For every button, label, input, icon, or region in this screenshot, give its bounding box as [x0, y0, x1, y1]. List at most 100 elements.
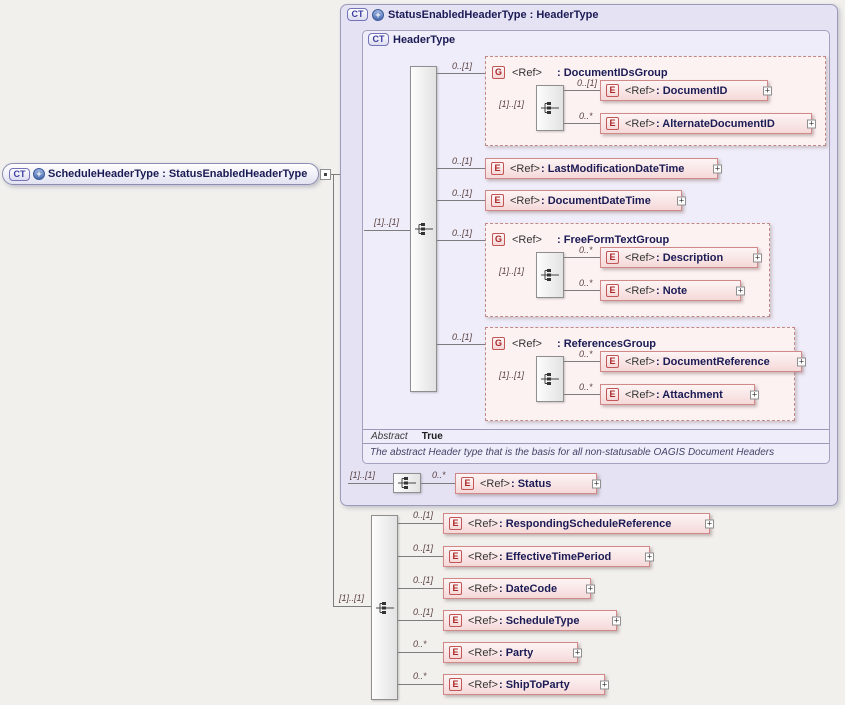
sequence-compositor-icon	[541, 373, 559, 385]
sequence-compositor-icon	[541, 102, 559, 114]
expand-icon[interactable]	[753, 253, 762, 262]
connector-line	[564, 90, 600, 91]
divider	[363, 443, 829, 444]
element-node-Attachment[interactable]: E <Ref> : Attachment	[600, 384, 759, 405]
abstract-label: Abstract	[371, 431, 408, 442]
sequence-bar-headertype[interactable]	[410, 66, 437, 392]
cardinality-label: [1]..[1]	[499, 370, 525, 380]
expand-icon[interactable]	[612, 616, 621, 625]
element-node-DateCode[interactable]: E <Ref> : DateCode	[443, 578, 595, 599]
ref-label: <Ref>	[512, 233, 542, 246]
element-node-ShipToParty[interactable]: E <Ref> : ShipToParty	[443, 674, 609, 695]
element-icon: E	[449, 550, 462, 563]
cardinality-label: 0..[1]	[413, 607, 434, 617]
ref-label: <Ref>	[468, 646, 498, 659]
ref-label: <Ref>	[625, 251, 655, 264]
element-icon: E	[606, 284, 619, 297]
element-node-DocumentID[interactable]: E <Ref> : DocumentID	[600, 80, 772, 101]
ref-label: <Ref>	[625, 284, 655, 297]
element-node-EffectiveTimePeriod[interactable]: E <Ref> : EffectiveTimePeriod	[443, 546, 654, 567]
element-node-RespondingScheduleReference[interactable]: E <Ref> : RespondingScheduleReference	[443, 513, 714, 534]
sequence-compositor-icon	[398, 477, 416, 489]
ref-label: <Ref>	[468, 517, 498, 530]
element-name: : DocumentReference	[656, 355, 770, 368]
cardinality-label: 0..*	[579, 111, 593, 121]
complextype-label: StatusEnabledHeaderType : HeaderType	[388, 8, 599, 21]
sequence-bar-referencesgroup[interactable]	[536, 356, 564, 402]
connector-line	[437, 168, 485, 169]
divider	[363, 429, 829, 430]
group-icon: G	[492, 337, 505, 350]
connector-line	[437, 344, 485, 345]
sequence-bar-scheduleheadertype[interactable]	[371, 515, 398, 700]
collapse-handle[interactable]	[320, 169, 331, 180]
connector-line	[437, 240, 485, 241]
ref-label: <Ref>	[468, 614, 498, 627]
element-name: : LastModificationDateTime	[541, 162, 685, 175]
expand-icon[interactable]	[713, 164, 722, 173]
expand-icon[interactable]	[645, 552, 654, 561]
expand-icon[interactable]	[600, 680, 609, 689]
element-node-DocumentReference[interactable]: E <Ref> : DocumentReference	[600, 351, 806, 372]
element-icon: E	[491, 162, 504, 175]
element-node-LastModificationDateTime[interactable]: E <Ref> : LastModificationDateTime	[485, 158, 722, 179]
expand-icon[interactable]	[750, 390, 759, 399]
cardinality-label: 0..[1]	[413, 510, 434, 520]
complextype-icon: CT	[368, 33, 389, 46]
element-node-DocumentDateTime[interactable]: E <Ref> : DocumentDateTime	[485, 190, 686, 211]
element-node-AlternateDocumentID[interactable]: E <Ref> : AlternateDocumentID	[600, 113, 816, 134]
element-icon: E	[449, 517, 462, 530]
ref-label: <Ref>	[468, 550, 498, 563]
connector-line	[398, 620, 443, 621]
expand-icon[interactable]	[807, 119, 816, 128]
element-node-Note[interactable]: E <Ref> : Note	[600, 280, 745, 301]
element-name: : AlternateDocumentID	[656, 117, 775, 130]
expand-icon[interactable]	[705, 519, 714, 528]
ref-label: <Ref>	[625, 355, 655, 368]
element-node-Party[interactable]: E <Ref> : Party	[443, 642, 582, 663]
element-icon: E	[606, 251, 619, 264]
sequence-bar-documentidsgroup[interactable]	[536, 85, 564, 131]
complextype-label: HeaderType	[393, 33, 456, 46]
element-node-Description[interactable]: E <Ref> : Description	[600, 247, 762, 268]
group-node-FreeFormTextGroup[interactable]	[485, 223, 770, 317]
connector-line	[564, 123, 600, 124]
expand-icon[interactable]	[586, 584, 595, 593]
element-icon: E	[449, 582, 462, 595]
element-node-ScheduleType[interactable]: E <Ref> : ScheduleType	[443, 610, 621, 631]
element-icon: E	[606, 388, 619, 401]
element-name: : DocumentID	[656, 84, 728, 97]
element-icon: E	[449, 646, 462, 659]
expand-icon[interactable]	[797, 357, 806, 366]
expand-icon[interactable]	[592, 479, 601, 488]
connector-line	[333, 606, 371, 607]
element-name: : Attachment	[656, 388, 723, 401]
expand-icon[interactable]	[736, 286, 745, 295]
cardinality-label: [1]..[1]	[499, 266, 525, 276]
element-node-Status[interactable]: E <Ref> : Status	[455, 473, 601, 494]
connector-line	[333, 174, 334, 606]
ref-label: <Ref>	[468, 678, 498, 691]
cardinality-label: 0..[1]	[452, 188, 473, 198]
cardinality-label: 0..*	[579, 278, 593, 288]
element-name: : DocumentDateTime	[541, 194, 651, 207]
element-name: : ShipToParty	[499, 678, 570, 691]
sequence-bar-freeformtextgroup[interactable]	[536, 252, 564, 298]
annotation-text: The abstract Header type that is the bas…	[370, 447, 775, 458]
connector-line	[331, 174, 340, 175]
complextype-title-StatusEnabledHeaderType[interactable]: CT StatusEnabledHeaderType : HeaderType	[347, 8, 599, 21]
ref-label: <Ref>	[625, 388, 655, 401]
cardinality-label: 0..*	[432, 470, 446, 480]
complextype-title-HeaderType[interactable]: CT HeaderType	[368, 33, 455, 46]
sequence-bar-status[interactable]	[393, 473, 421, 493]
complextype-icon: CT	[9, 167, 30, 181]
connector-line	[364, 230, 410, 231]
expand-icon[interactable]	[677, 196, 686, 205]
abstract-value: True	[421, 431, 443, 442]
expand-icon[interactable]	[763, 86, 772, 95]
abstract-row: Abstract True	[371, 431, 443, 442]
expand-icon[interactable]	[573, 648, 582, 657]
root-node-ScheduleHeaderType[interactable]: CT ScheduleHeaderType : StatusEnabledHea…	[2, 163, 319, 185]
group-title-ReferencesGroup: G <Ref> : ReferencesGroup	[492, 337, 656, 350]
